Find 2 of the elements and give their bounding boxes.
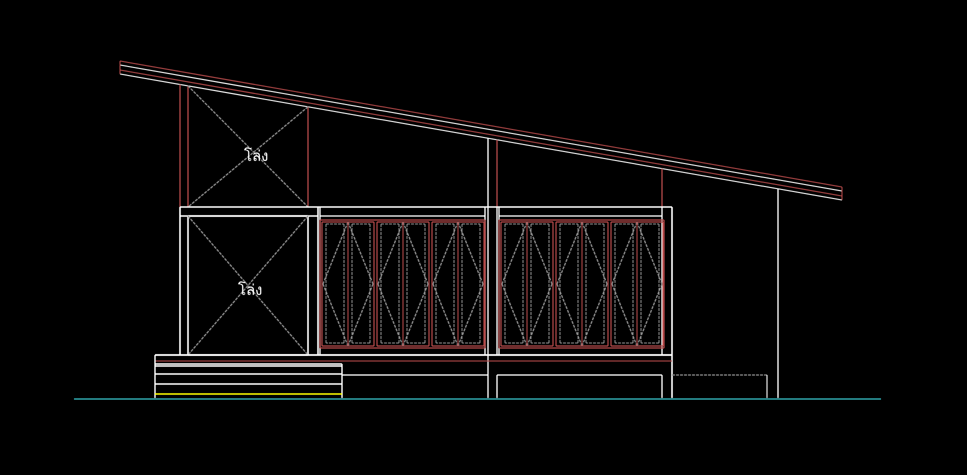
space-label: โล่ง: [244, 147, 268, 165]
space-label: โล่ง: [238, 281, 262, 299]
